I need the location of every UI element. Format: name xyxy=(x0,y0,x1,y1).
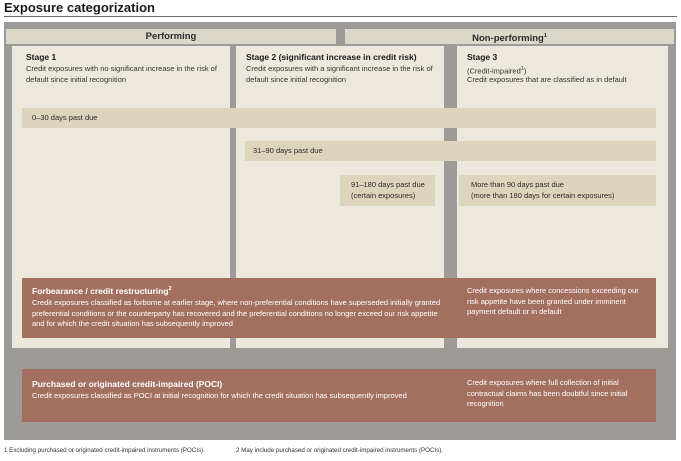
non-performing-footnote-mark: 1 xyxy=(543,33,547,39)
stage3-title: Stage 3 xyxy=(467,52,498,62)
band-0-30-label: 0–30 days past due xyxy=(32,113,98,122)
stage3-desc: Credit exposures that are classified as … xyxy=(467,75,627,84)
forbearance-box: Forbearance / credit restructuring2 Cred… xyxy=(22,278,656,338)
band-90plus: More than 90 days past due (more than 18… xyxy=(459,175,656,206)
poci-text: Credit exposures classified as POCI at i… xyxy=(32,391,407,400)
poci-title: Purchased or originated credit-impaired … xyxy=(32,379,223,389)
stage3-sub-mark: 1 xyxy=(520,66,524,72)
page-title: Exposure categorization xyxy=(4,0,155,15)
forbearance-footnote-mark: 2 xyxy=(168,286,172,293)
stage1-title: Stage 1 xyxy=(26,52,57,62)
stage3-subtitle: (Credit-impaired1) xyxy=(467,64,526,77)
stage2-desc: Credit exposures with a significant incr… xyxy=(246,64,433,84)
band-91-180: 91–180 days past due (certain exposures) xyxy=(340,175,435,206)
stage3-sub-text: (Credit-impaired xyxy=(467,66,521,76)
forbearance-right-text: Credit exposures where concessions excee… xyxy=(467,286,639,316)
non-performing-label: Non-performing xyxy=(472,33,544,45)
forbearance-title: Forbearance / credit restructuring2 xyxy=(32,286,172,296)
footnote-1: 1 Excluding purchased or originated cred… xyxy=(4,447,205,454)
band-31-90-label: 31–90 days past due xyxy=(253,146,323,155)
band-91-180-line2: (certain exposures) xyxy=(351,191,416,200)
band-31-90: 31–90 days past due xyxy=(245,141,656,161)
band-90plus-line2: (more than 180 days for certain exposure… xyxy=(471,191,615,200)
poci-box: Purchased or originated credit-impaired … xyxy=(22,369,656,422)
title-divider xyxy=(4,16,677,17)
stage3-sub-close: ) xyxy=(523,66,527,76)
non-performing-header: Non-performing1 xyxy=(345,29,674,44)
band-91-180-line1: 91–180 days past due xyxy=(351,180,425,189)
poci-right-text: Credit exposures where full collection o… xyxy=(467,378,628,408)
stage1-desc: Credit exposures with no significant inc… xyxy=(26,64,217,84)
forbearance-text: Credit exposures classified as forborne … xyxy=(32,298,441,328)
band-90plus-line1: More than 90 days past due xyxy=(471,180,564,189)
forbearance-title-text: Forbearance / credit restructuring xyxy=(32,286,169,296)
stage2-title: Stage 2 (significant increase in credit … xyxy=(246,52,417,62)
band-0-30: 0–30 days past due xyxy=(22,108,656,128)
performing-header: Performing xyxy=(6,29,336,44)
performing-label: Performing xyxy=(145,31,197,42)
footnote-2: 2 May include purchased or originated cr… xyxy=(236,447,444,454)
